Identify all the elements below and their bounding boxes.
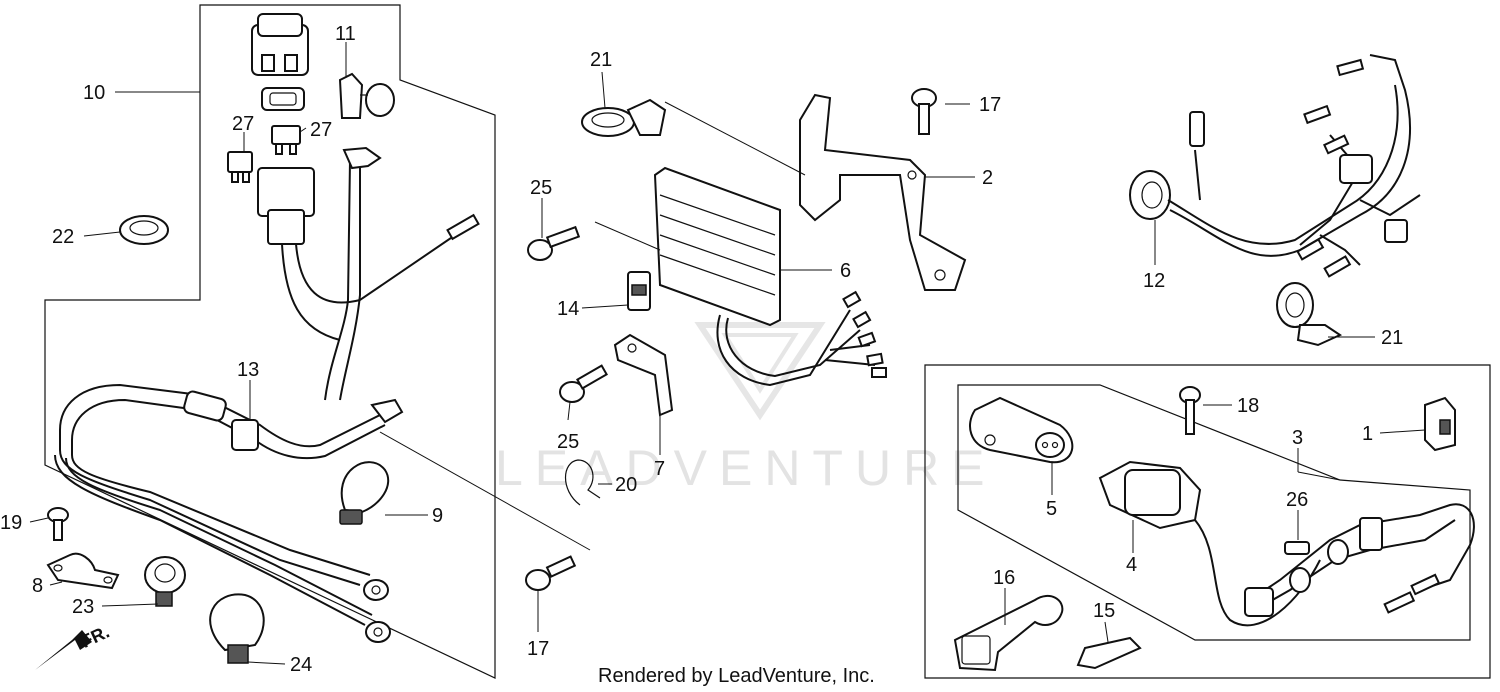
callout-24: 24 xyxy=(290,654,312,676)
callout-21a: 21 xyxy=(590,49,612,71)
front-direction-arrow: FR. xyxy=(35,621,112,670)
callout-25b: 25 xyxy=(557,431,579,453)
clamp-21-lower xyxy=(1276,282,1343,347)
stay-7 xyxy=(613,333,674,417)
clip-23 xyxy=(144,556,186,607)
socket-harness-3 xyxy=(1244,503,1475,617)
callout-3: 3 xyxy=(1292,427,1303,449)
callout-labels: 10 11 27 27 22 13 9 19 8 23 24 21 17 2 2… xyxy=(0,23,1403,676)
relay-socket-harness xyxy=(257,146,480,401)
regulator-rectifier-6 xyxy=(653,166,887,387)
callout-20: 20 xyxy=(615,474,637,496)
callout-1: 1 xyxy=(1362,423,1373,445)
relay-seal xyxy=(261,87,305,111)
fuse-lower xyxy=(227,151,253,183)
callout-17a: 17 xyxy=(979,94,1001,116)
watermark: LEADVENTURE xyxy=(495,322,997,496)
callout-17b: 17 xyxy=(527,638,549,660)
cap-1 xyxy=(1424,396,1456,452)
callout-16: 16 xyxy=(993,567,1015,589)
clip-20 xyxy=(565,459,601,506)
callout-13: 13 xyxy=(237,359,259,381)
callout-19: 19 xyxy=(0,512,22,534)
callout-10: 10 xyxy=(83,82,105,104)
right-group-frame xyxy=(924,364,1491,679)
bolt-25-lower xyxy=(559,364,608,403)
callout-15: 15 xyxy=(1093,600,1115,622)
callout-9: 9 xyxy=(432,505,443,527)
bolt-17-lower xyxy=(525,555,577,591)
band-clamp-9 xyxy=(339,461,390,525)
band-24 xyxy=(209,593,265,664)
fuse-upper xyxy=(271,125,301,155)
callout-8: 8 xyxy=(32,575,43,597)
callout-2: 2 xyxy=(982,167,993,189)
callout-14: 14 xyxy=(557,298,579,320)
callout-12: 12 xyxy=(1143,270,1165,292)
callout-27a: 27 xyxy=(232,113,254,135)
clamp-21-upper xyxy=(581,98,667,137)
fuse-26 xyxy=(1284,541,1310,555)
socket-holder-4 xyxy=(1098,460,1321,627)
callout-6: 6 xyxy=(840,260,851,282)
bolt-17-upper xyxy=(911,88,937,135)
callout-4: 4 xyxy=(1126,554,1137,576)
clamp-stay-8 xyxy=(46,552,120,590)
callout-25a: 25 xyxy=(530,177,552,199)
tag-15 xyxy=(1076,636,1142,670)
bolt-19 xyxy=(47,507,69,541)
callout-7: 7 xyxy=(654,458,665,480)
bracket-2 xyxy=(799,93,967,291)
bolt-25-upper xyxy=(527,225,581,261)
callout-23: 23 xyxy=(72,596,94,618)
footer-credit: Rendered by LeadVenture, Inc. xyxy=(598,665,875,687)
cover-16 xyxy=(953,594,1064,672)
callout-21b: 21 xyxy=(1381,327,1403,349)
terminal-cover xyxy=(338,72,395,119)
callout-18: 18 xyxy=(1237,395,1259,417)
clip-14 xyxy=(627,271,651,311)
callout-22: 22 xyxy=(52,226,74,248)
starter-relay xyxy=(251,13,309,76)
callout-11: 11 xyxy=(335,23,356,45)
left-group-frame xyxy=(44,4,496,679)
socket-cover-5 xyxy=(969,396,1074,464)
inner-group-frame xyxy=(957,384,1471,641)
callout-26: 26 xyxy=(1286,489,1308,511)
bolt-18 xyxy=(1179,386,1201,435)
battery-cable-loop xyxy=(54,383,404,643)
callout-5: 5 xyxy=(1046,498,1057,520)
callout-27b: 27 xyxy=(310,119,332,141)
svg-text:LEADVENTURE: LEADVENTURE xyxy=(495,440,997,496)
leader-lines xyxy=(29,42,1426,665)
main-harness-12 xyxy=(1129,54,1421,278)
clamp-22 xyxy=(119,215,169,245)
